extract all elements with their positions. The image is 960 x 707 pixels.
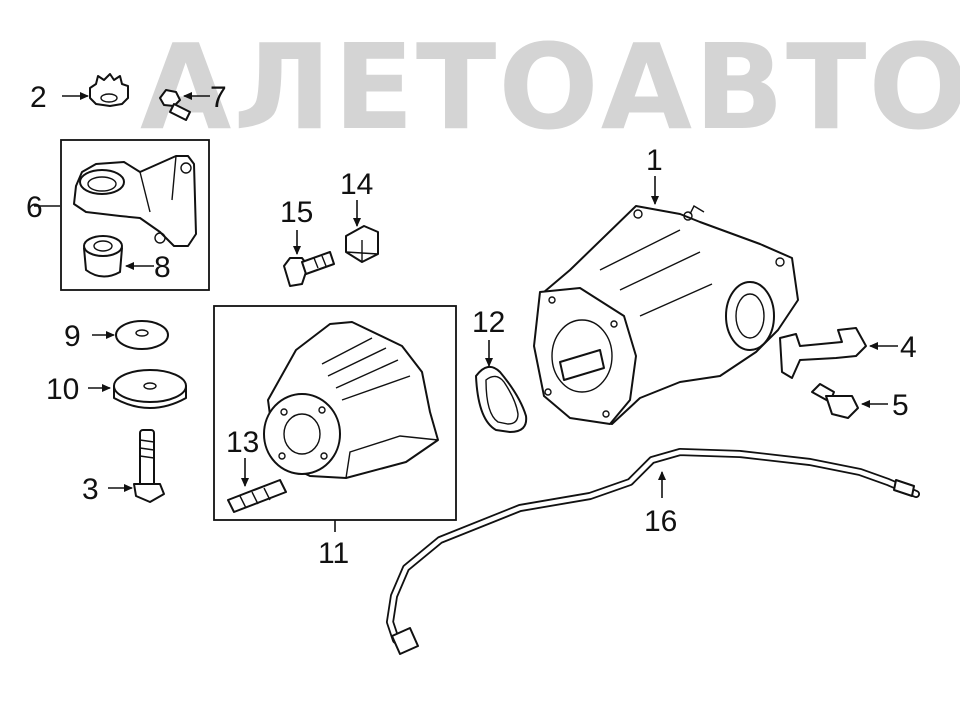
part-bracket-4: [779, 327, 867, 379]
watermark-text: АЛЕТОАВТО: [140, 18, 960, 156]
callout-16: 16: [644, 505, 677, 538]
part-gasket: [475, 365, 528, 433]
part-differential-cover: [263, 321, 439, 479]
callout-13: 13: [226, 426, 259, 459]
callout-8: 8: [154, 251, 171, 284]
part-castle-nut: [89, 73, 129, 107]
callout-15: 15: [280, 196, 313, 229]
callout-14: 14: [340, 168, 373, 201]
callout-5: 5: [892, 389, 909, 422]
callout-9: 9: [64, 320, 81, 353]
part-bolt-5: [811, 383, 859, 419]
part-mount-bracket: [73, 155, 197, 247]
watermark-logo: АЛЕТОАВТО: [140, 18, 960, 156]
part-bolt-7: [159, 89, 191, 121]
callout-10: 10: [46, 373, 79, 406]
callout-7: 7: [210, 81, 227, 114]
group-box-6: [60, 139, 210, 291]
part-breather-hose: [386, 448, 920, 655]
part-differential-housing: [533, 205, 799, 425]
callout-3: 3: [82, 473, 99, 506]
callout-6: 6: [26, 191, 43, 224]
part-clip: [345, 225, 379, 263]
callout-4: 4: [900, 331, 917, 364]
part-bushing: [83, 235, 123, 278]
part-cap: [113, 369, 187, 409]
callout-12: 12: [472, 306, 505, 339]
part-bolt-15: [283, 251, 335, 287]
callout-11: 11: [318, 537, 349, 570]
part-long-bolt: [133, 429, 165, 503]
callout-1: 1: [646, 144, 663, 177]
callout-2: 2: [30, 81, 47, 114]
part-washer: [115, 320, 169, 350]
part-stud: [227, 479, 287, 513]
